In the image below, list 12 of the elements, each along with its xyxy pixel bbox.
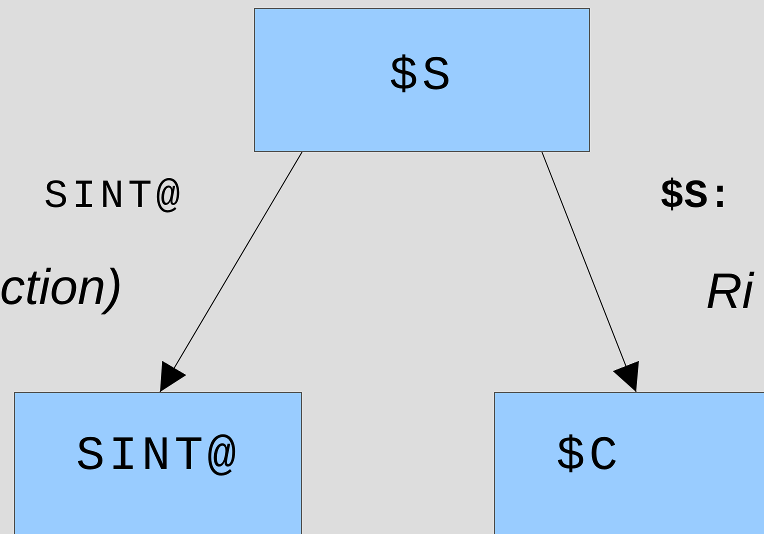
arrow xyxy=(160,152,303,392)
node-text: $C xyxy=(556,433,622,481)
node-text: $S xyxy=(389,53,455,101)
arrow xyxy=(541,152,639,392)
process-box xyxy=(254,8,590,152)
annotation-text: Ri xyxy=(706,266,754,316)
annotation-text: SINT@ xyxy=(44,178,184,218)
process-box xyxy=(14,392,302,534)
process-box xyxy=(494,392,764,534)
annotation-text: $S: xyxy=(660,178,732,218)
annotation-text: ction) xyxy=(0,262,122,312)
node-text: SINT@ xyxy=(76,433,240,481)
